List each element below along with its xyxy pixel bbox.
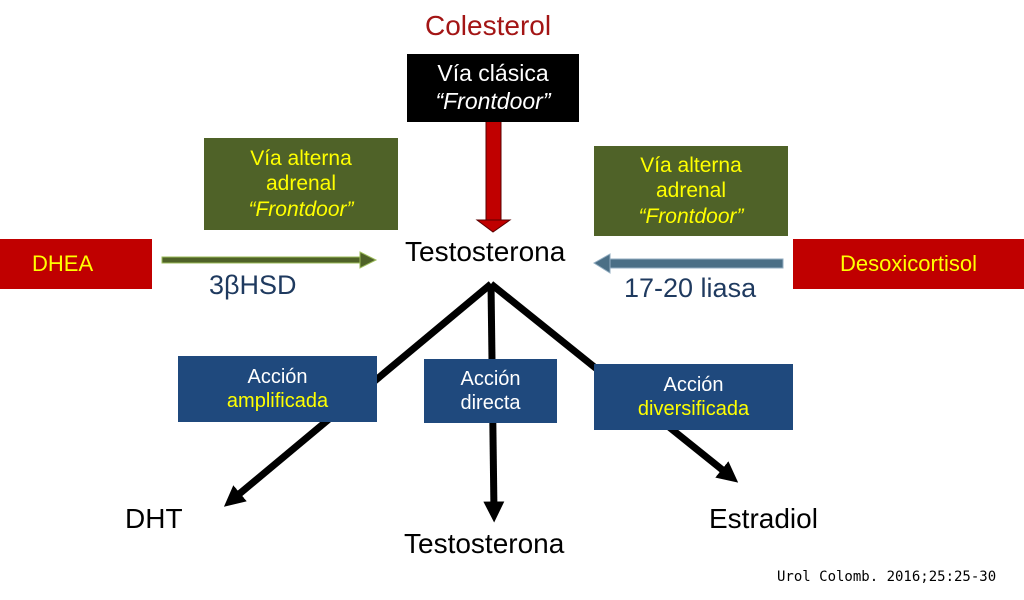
alt-right-line3: “Frontdoor” [638,204,744,228]
dhea-label: DHEA [32,250,94,276]
enzyme-1720-liasa-label: 17-20 liasa [624,273,757,303]
alt-right-line1: Vía alterna [640,154,742,178]
action-direct-line2: directa [460,392,521,414]
classic-pathway-line2: “Frontdoor” [435,88,551,114]
enzyme-3bhsd-label: 3βHSD [209,270,297,300]
citation-label: Urol Colomb. 2016;25:25-30 [777,569,997,585]
desoxicortisol-label: Desoxicortisol [840,250,977,276]
alt-left-line1: Vía alterna [250,147,352,171]
dhea-arrow [161,251,378,269]
desoxicortisol-box: Desoxicortisol [793,239,1024,289]
action-diversified-line1: Acción [663,374,724,396]
product-dht-label: DHT [125,503,183,534]
center-testosterona-label: Testosterona [405,236,566,267]
colesterol-label: Colesterol [425,10,552,41]
alt-left-line2: adrenal [265,172,337,196]
action-direct-box: Acción directa [424,359,557,423]
action-amplified-line1: Acción [247,366,308,388]
dhea-box: DHEA [0,239,152,289]
desoxicortisol-arrow [593,253,784,274]
classic-pathway-line1: Vía clásica [437,60,549,87]
classic-pathway-arrow [475,117,512,233]
alt-pathway-left-box: Vía alterna adrenal “Frontdoor” [204,138,398,230]
alt-right-line2: adrenal [655,179,727,203]
product-estradiol-label: Estradiol [709,503,818,534]
classic-pathway-box: Vía clásica “Frontdoor” [407,54,579,122]
action-direct-line1: Acción [460,368,521,390]
action-diversified-line2: diversificada [637,398,750,420]
action-amplified-line2: amplificada [226,390,329,412]
alt-left-line3: “Frontdoor” [248,197,354,221]
alt-pathway-right-box: Vía alterna adrenal “Frontdoor” [594,146,788,236]
product-testosterona-label: Testosterona [404,528,565,559]
action-amplified-box: Acción amplificada [178,356,377,422]
action-diversified-box: Acción diversificada [594,364,793,430]
